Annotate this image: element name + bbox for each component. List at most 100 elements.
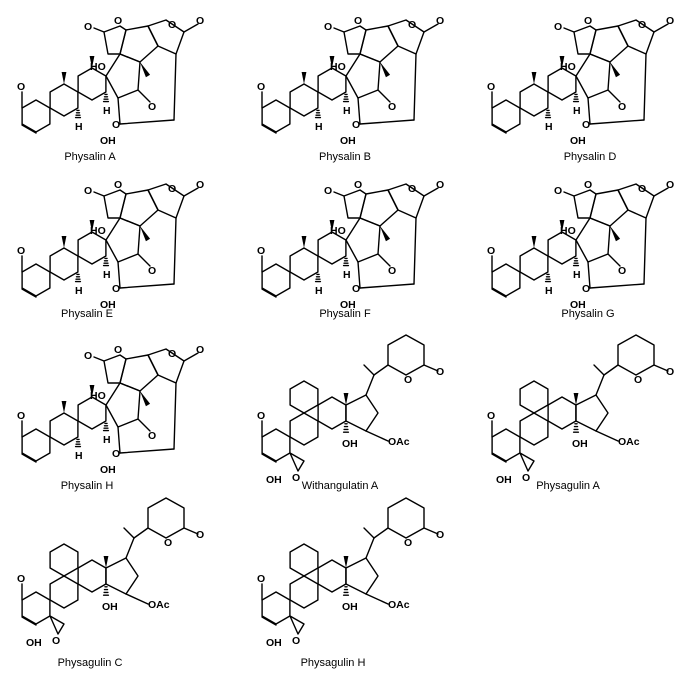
wedge-bond [380,62,391,78]
hydrogen-label: H [75,450,83,462]
bond-ring [387,19,425,55]
oxygen-label: O [388,265,396,277]
bond [137,253,151,267]
bond [359,283,415,289]
bond [183,23,199,33]
bond [373,364,389,376]
oxygen-label: O [404,374,412,386]
oxygen-label: O [582,283,590,295]
bond [119,283,175,289]
bond [333,191,345,197]
bond [653,187,669,197]
bond [21,453,37,463]
oxygen-label: O [352,283,360,295]
caption-physalin-f: Physalin F [319,308,371,320]
wedge-bond [329,56,335,68]
bond-ring [49,412,79,446]
bond [643,53,647,121]
bond-ring [519,412,549,446]
bond [363,527,375,539]
wedge-bond [89,385,95,397]
hydroxyl-label: OH [340,135,356,147]
hydroxyl-label: HO [560,61,576,73]
oxygen-label: O [196,179,204,191]
oxygen-label: O [666,179,674,191]
hydroxyl-label: OH [496,474,512,486]
oxygen-label: O [17,573,25,585]
hydroxyl-label: OH [572,438,588,450]
bond [491,124,507,134]
bond-ring [147,19,185,55]
hydroxyl-label: OH [100,135,116,147]
oxygen-label: O [324,185,332,197]
wedge-bond [103,556,109,568]
oxygen-label: O [584,15,592,27]
bond-ring [387,334,425,376]
wedge-bond [140,226,151,242]
wedge-bond [329,220,335,232]
oxygen-label: O [666,366,674,378]
bond-ring [343,25,367,55]
bond-ring [103,354,127,384]
wedge-bond [610,62,621,78]
bond [653,23,669,33]
bond-ring [573,25,597,55]
oxygen-label: O [164,537,172,549]
bond [607,253,621,267]
bond [587,261,591,289]
bond [423,23,439,33]
oxygen-label: O [487,245,495,257]
bond [93,27,105,33]
oxygen-label: O [554,185,562,197]
oxygen-label: O [52,635,60,647]
oxygen-label: O [112,448,120,460]
oxygen-label: O [436,179,444,191]
hydroxyl-label: OH [570,135,586,147]
wedge-bond [301,72,307,84]
oxygen-label: O [354,15,362,27]
bond-ring [519,83,549,117]
bond [643,217,647,285]
oxygen-label: O [114,15,122,27]
bond [137,89,151,103]
oxygen-label: O [638,19,646,31]
bond-ring [77,559,107,593]
hydroxyl-label: OH [102,601,118,613]
oxygen-label: O [148,101,156,113]
caption-physalin-b: Physalin B [319,151,371,163]
oxygen-label: O [17,81,25,93]
bond-ring [289,247,319,281]
hydrogen-label: H [573,105,581,117]
hydrogen-label: H [343,105,351,117]
oxygen-label: O [352,119,360,131]
hydrogen-label: H [103,269,111,281]
bond-ring [289,452,305,472]
oxygen-label: O [148,430,156,442]
oxygen-label: O [257,245,265,257]
bond [595,374,605,396]
bond-ring [105,217,141,263]
oxygen-label: O [292,635,300,647]
bond [365,593,389,605]
wedge-bond [61,72,67,84]
hydrogen-label: H [315,285,323,297]
bond [21,616,37,626]
hydrogen-label: H [315,121,323,133]
bond [261,124,277,134]
bond [593,364,605,376]
bond [607,89,621,103]
bond [357,97,361,125]
bond [491,288,507,298]
bond [133,527,149,539]
bond [173,53,177,121]
bond [603,364,619,376]
caption-physalin-g: Physalin G [561,308,614,320]
oxygen-label: O [196,344,204,356]
bond-ring [49,575,79,609]
